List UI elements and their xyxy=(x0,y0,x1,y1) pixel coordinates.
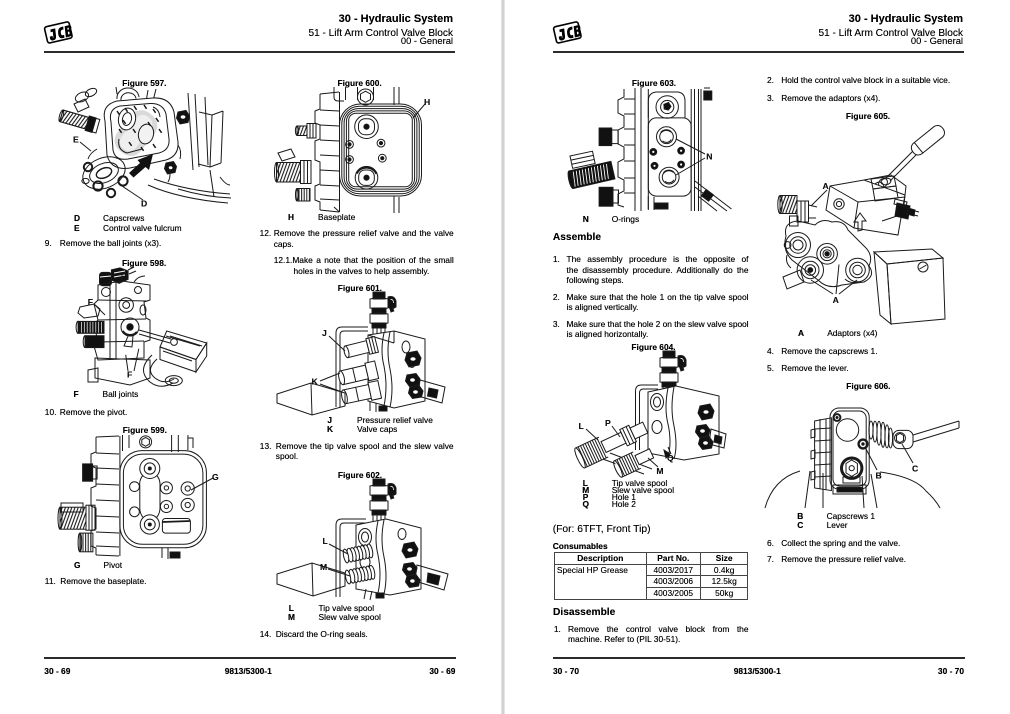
svg-text:G: G xyxy=(212,472,219,482)
svg-text:F: F xyxy=(88,297,93,307)
svg-text:J: J xyxy=(322,328,327,338)
svg-text:K: K xyxy=(312,376,319,386)
svg-text:L: L xyxy=(323,536,328,546)
svg-text:E: E xyxy=(73,135,79,145)
svg-text:A: A xyxy=(833,295,839,305)
svg-text:A: A xyxy=(823,181,829,191)
svg-text:P: P xyxy=(605,418,611,428)
svg-text:B: B xyxy=(876,470,882,480)
svg-text:N: N xyxy=(706,152,712,162)
svg-text:L: L xyxy=(579,421,584,431)
svg-text:H: H xyxy=(424,97,430,107)
svg-text:Q: Q xyxy=(667,453,674,463)
svg-text:M: M xyxy=(320,562,327,572)
svg-text:F: F xyxy=(127,369,132,379)
svg-text:C: C xyxy=(912,463,918,473)
svg-text:D: D xyxy=(141,198,147,208)
svg-text:M: M xyxy=(656,466,663,476)
